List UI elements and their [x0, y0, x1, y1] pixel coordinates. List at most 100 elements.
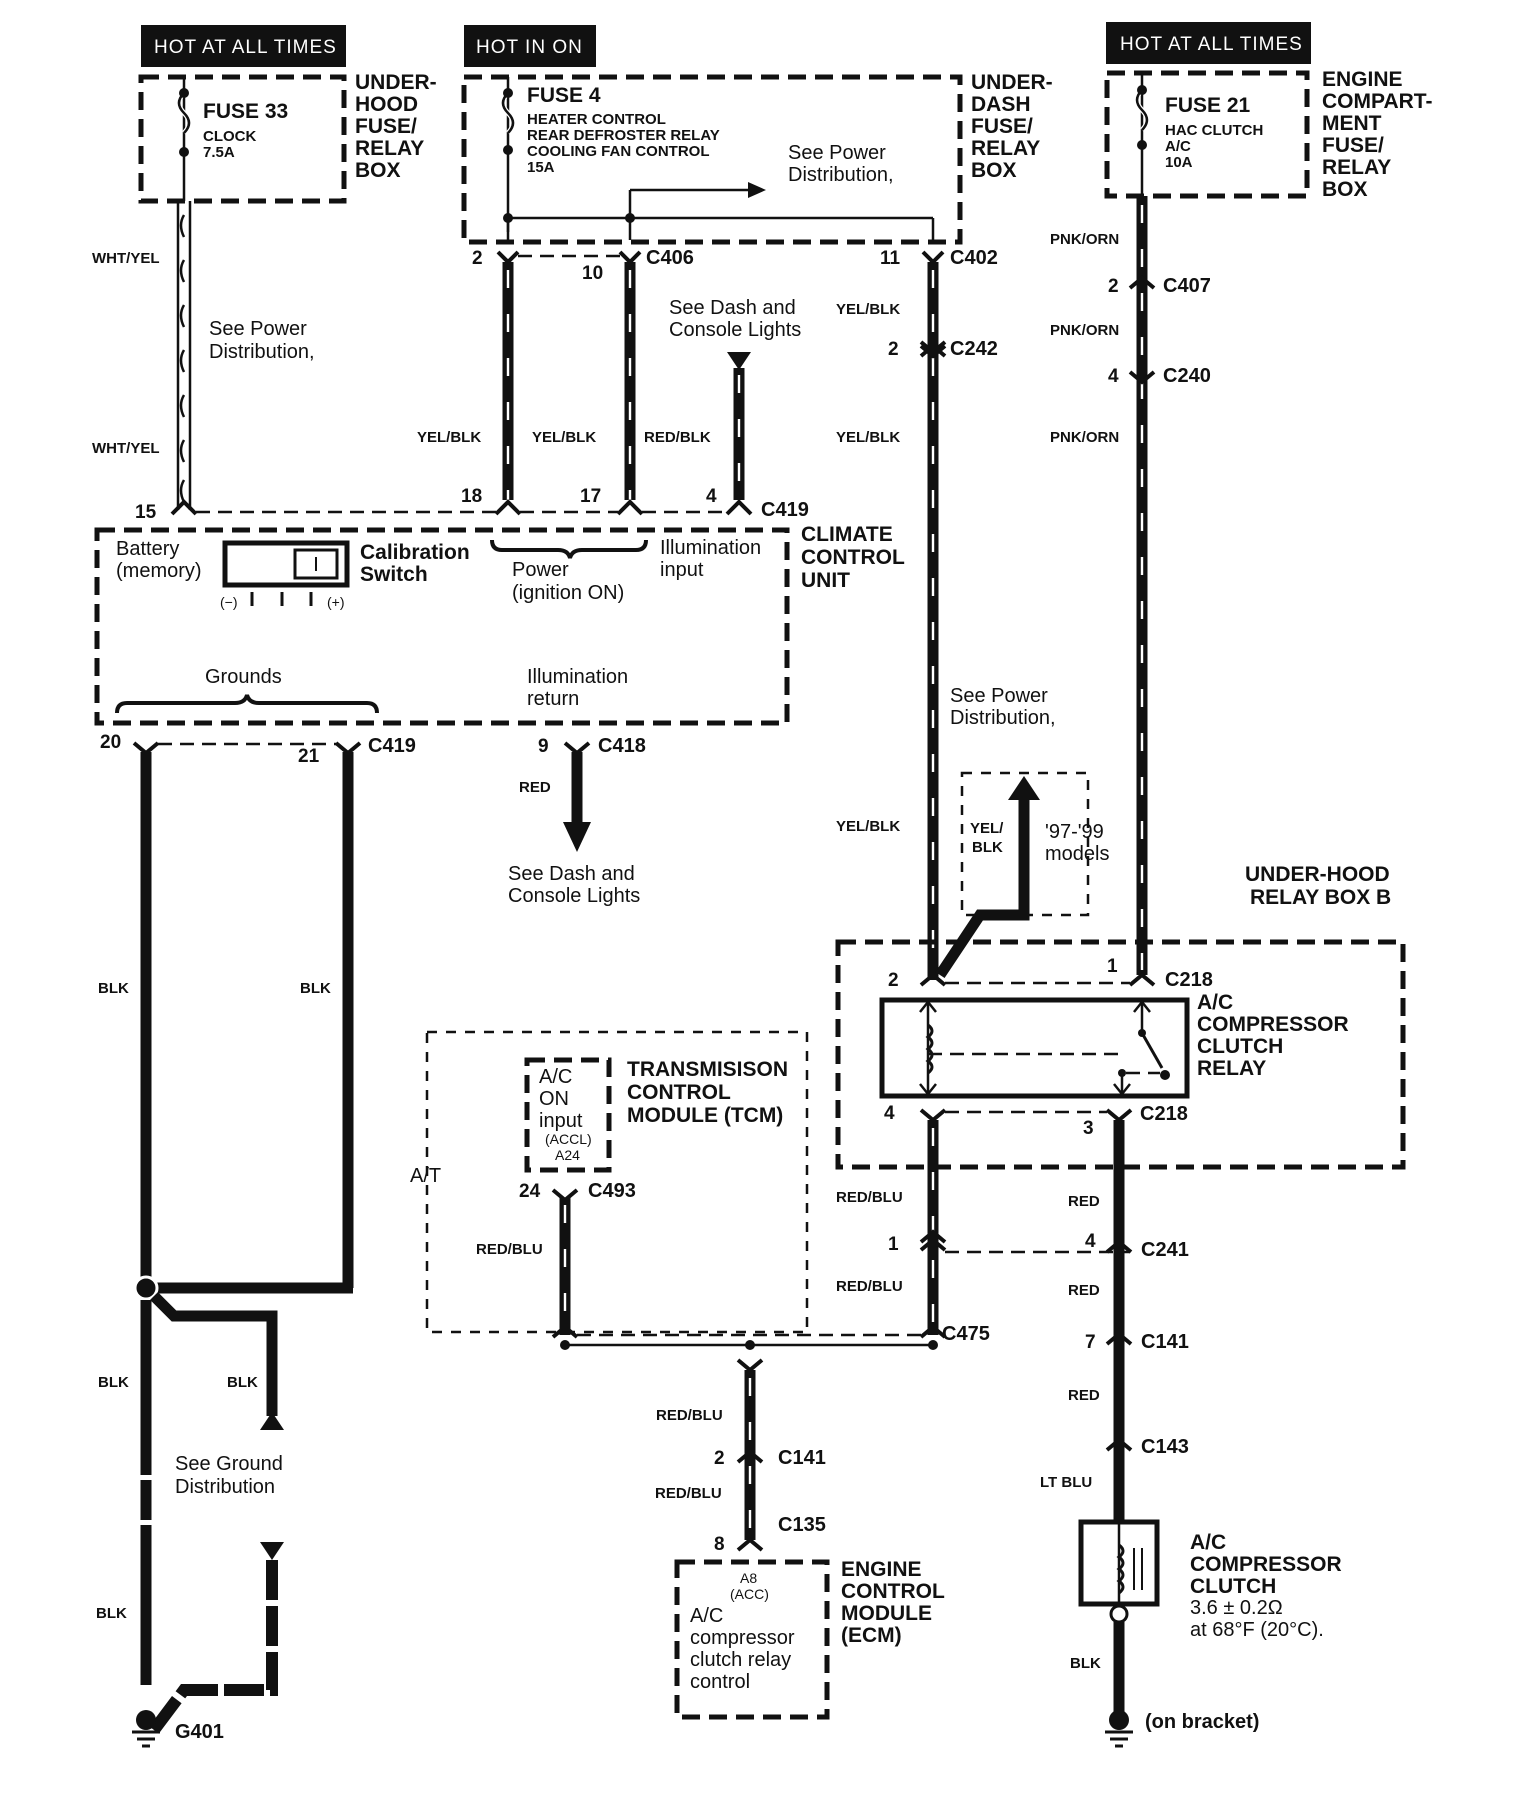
wire-red-blu-ecm: RED/BLU 2 C141 RED/BLU C135 8: [655, 1358, 826, 1555]
connector-label-c418: C418: [598, 735, 646, 757]
pin-c218-4: 4: [884, 1103, 895, 1124]
wire-label-yel-blk-5: YEL/BLK: [836, 818, 900, 835]
ecm-function-3: clutch relay: [690, 1649, 791, 1671]
wire-red-blu-relay: RED/BLU 1 RED/BLU C475: [836, 1120, 1130, 1345]
fuse-33-name: FUSE 33: [203, 100, 288, 123]
note-see-power-1b: Distribution,: [209, 341, 315, 363]
svg-text:TRANSMISISON: TRANSMISISON: [627, 1058, 788, 1081]
svg-text:FUSE/: FUSE/: [971, 115, 1033, 138]
wire-label-yel-split-2: BLK: [972, 839, 1003, 856]
svg-text:FUSE/: FUSE/: [1322, 134, 1384, 157]
connector-label-c218-top: C218: [1165, 969, 1213, 991]
connector-label-c218-bottom: C218: [1140, 1103, 1188, 1125]
fuse-4-rating: 15A: [527, 159, 555, 176]
ecm-function-1: A/C: [690, 1605, 723, 1627]
power-brace: [490, 539, 648, 559]
svg-text:FUSE/: FUSE/: [355, 115, 417, 138]
grounds-label: Grounds: [205, 666, 282, 688]
triangle-down-icon: [727, 352, 751, 370]
arrow-down-icon: [563, 822, 591, 852]
wire-label-red-blu-1: RED/BLU: [836, 1189, 903, 1206]
relay-box-label-1: UNDER-HOOD: [1245, 863, 1390, 886]
svg-text:HOOD: HOOD: [355, 93, 418, 116]
relay-box-b: UNDER-HOOD RELAY BOX B 2 1 C218 A/C COMP…: [835, 863, 1406, 1170]
ecm-group: A8 (ACC) A/C compressor clutch relay con…: [674, 1558, 945, 1720]
svg-text:A/C: A/C: [1197, 991, 1233, 1014]
clutch-label: A/C COMPRESSOR CLUTCH: [1190, 1531, 1342, 1598]
pin-c419-21: 21: [298, 746, 320, 767]
arrow-right-icon: [748, 182, 766, 198]
ground-label-bracket: (on bracket): [1145, 1711, 1259, 1733]
illumination-return-label-1: Illumination: [527, 666, 628, 688]
svg-text:MENT: MENT: [1322, 112, 1382, 135]
illumination-input-label-2: input: [660, 559, 704, 581]
pin-c419-4: 4: [706, 486, 717, 507]
pin-c241-4: 4: [1085, 1231, 1096, 1252]
fuse-33-circuit: CLOCK: [203, 128, 256, 145]
fuse-33-rating: 7.5A: [203, 144, 235, 161]
ground-g401-icon: [132, 1710, 160, 1748]
wire-label-blk-4: BLK: [227, 1374, 258, 1391]
pin-c141-7: 7: [1085, 1332, 1096, 1353]
switch-scale-minus: (−): [220, 594, 238, 610]
note-see-dash-2b: Console Lights: [508, 885, 640, 907]
fuse-33-group: HOT AT ALL TIMES FUSE 33 CLOCK 7.5A UNDE…: [138, 25, 437, 204]
pin-c407-2: 2: [1108, 276, 1119, 297]
hot-in-on-header: [464, 25, 596, 67]
grounds-brace: [115, 694, 379, 714]
relay-label: A/C COMPRESSOR CLUTCH RELAY: [1197, 991, 1349, 1080]
wire-label-pnk-orn-1: PNK/ORN: [1050, 231, 1119, 248]
fuse-21-name: FUSE 21: [1165, 94, 1251, 117]
wire-label-red-blu-4: RED/BLU: [655, 1485, 722, 1502]
connector-label-c143: C143: [1141, 1436, 1189, 1458]
svg-text:CONTROL: CONTROL: [841, 1580, 945, 1603]
climate-control-unit-label: CLIMATE CONTROL UNIT: [801, 523, 905, 592]
connector-label-c241: C241: [1141, 1239, 1189, 1261]
wire-label-red-blu-tcm: RED/BLU: [476, 1241, 543, 1258]
pin-c419-18: 18: [461, 486, 482, 507]
svg-text:BOX: BOX: [355, 159, 401, 182]
calibration-switch-label-1: Calibration: [360, 541, 470, 564]
wire-label-yel-blk-4: YEL/BLK: [836, 429, 900, 446]
wire-label-blk-3: BLK: [98, 1374, 129, 1391]
underdash-fuse-box-label: UNDER- DASH FUSE/ RELAY BOX: [971, 71, 1053, 182]
wire-label-red-2: RED: [1068, 1282, 1100, 1299]
wire-label-pnk-orn-2: PNK/ORN: [1050, 322, 1119, 339]
wire-label-blk-2: BLK: [300, 980, 331, 997]
pin-c493-24: 24: [519, 1181, 541, 1202]
svg-text:BOX: BOX: [1322, 178, 1368, 201]
note-see-power-3a: See Power: [950, 685, 1048, 707]
wire-label-red-blk: RED/BLK: [644, 429, 711, 446]
wire-red-blk: RED/BLK See Dash and Console Lights: [644, 297, 801, 500]
ground-wires-left: BLK BLK BLK BLK BLK See Ground Distribut…: [96, 752, 354, 1748]
wire-label-yel-split-1: YEL/: [970, 820, 1004, 837]
pin-c419-15: 15: [135, 502, 157, 523]
connector-label-c402: C402: [950, 247, 998, 269]
tcm-pin-a24: A24: [555, 1147, 580, 1163]
ecm-outline: [674, 1559, 830, 1720]
battery-label-1: Battery: [116, 538, 179, 560]
svg-text:UNDER-: UNDER-: [971, 71, 1053, 94]
switch-scale-plus: (+): [327, 594, 345, 610]
wire-wht-yel: WHT/YEL WHT/YEL See Power Distribution,: [92, 201, 315, 510]
relay-switch-icon: [1140, 1032, 1164, 1069]
pin-c135-8: 8: [714, 1534, 725, 1555]
wire-yel-blk-relay-feed: YEL/BLK 2 C242 YEL/BLK See Power Distrib…: [836, 262, 1109, 980]
note-see-power-1a: See Power: [209, 318, 307, 340]
note-see-power-2a: See Power: [788, 142, 886, 164]
pin-c218-3: 3: [1083, 1118, 1094, 1139]
ecm-function-4: control: [690, 1671, 750, 1693]
fuse-4-icon: [501, 92, 515, 134]
wire-label-red-1: RED: [1068, 1193, 1100, 1210]
wire-label-wht-yel-2: WHT/YEL: [92, 440, 160, 457]
fuse-21-group: HOT AT ALL TIMES FUSE 21 HAC CLUTCH A/C …: [1050, 22, 1432, 975]
svg-text:UNIT: UNIT: [801, 569, 850, 592]
pin-c241-1: 1: [888, 1234, 899, 1255]
clutch-coil-icon: [1116, 1543, 1125, 1595]
connector-label-c141-right: C141: [1141, 1331, 1189, 1353]
hot-at-all-times-header-2: [1106, 22, 1311, 64]
wire-label-red-3: RED: [1068, 1387, 1100, 1404]
ecm-function-2: compressor: [690, 1627, 795, 1649]
note-see-ground-2: Distribution: [175, 1476, 275, 1498]
calibration-switch-knob[interactable]: [293, 548, 339, 580]
